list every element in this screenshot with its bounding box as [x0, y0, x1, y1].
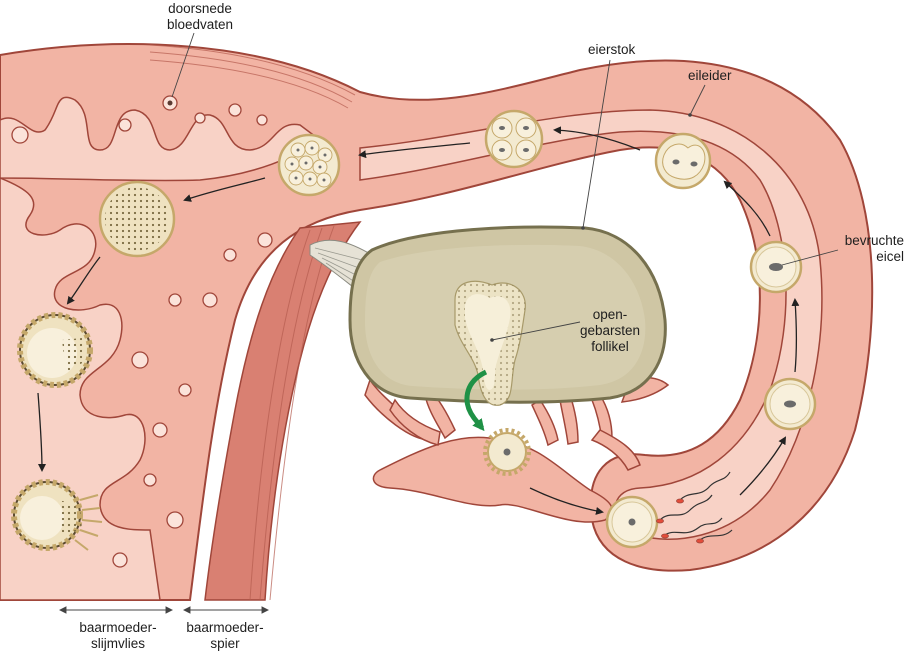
- ovulation-arrow: [464, 369, 488, 432]
- label-ruptured-follicle: open- gebarsten follikel: [579, 307, 641, 354]
- implanting-blastocyst: [11, 479, 103, 551]
- label-fertilized-egg: bevruchte eicel: [844, 233, 904, 264]
- label-myometrium: baarmoeder- spier: [186, 620, 264, 651]
- two-cell-stage: [654, 132, 712, 190]
- morula: [277, 133, 341, 197]
- label-ovary: eierstok: [588, 42, 636, 57]
- development-path-arrows: [37, 126, 800, 515]
- zygote: [749, 240, 803, 294]
- blood-vessel-sections: [11, 95, 273, 568]
- released-egg-cell: [483, 428, 531, 476]
- blastocyst: [17, 312, 93, 388]
- leader-lines: [171, 32, 839, 341]
- compact-morula: [98, 180, 176, 258]
- label-endometrium: baarmoeder- slijmvlies: [79, 620, 157, 651]
- fimbriae: [364, 376, 670, 523]
- region-scale-arrows: [58, 606, 270, 614]
- egg-cell-with-sperm: [605, 495, 659, 549]
- label-oviduct: eileider: [688, 68, 732, 83]
- label-blood-vessels: doorsnede bloedvaten: [166, 1, 234, 32]
- sperm-cells: [659, 471, 733, 541]
- four-cell-stage: [484, 109, 544, 169]
- fertilized-egg-stage: [763, 377, 817, 431]
- ruptured-follicle: [454, 280, 526, 406]
